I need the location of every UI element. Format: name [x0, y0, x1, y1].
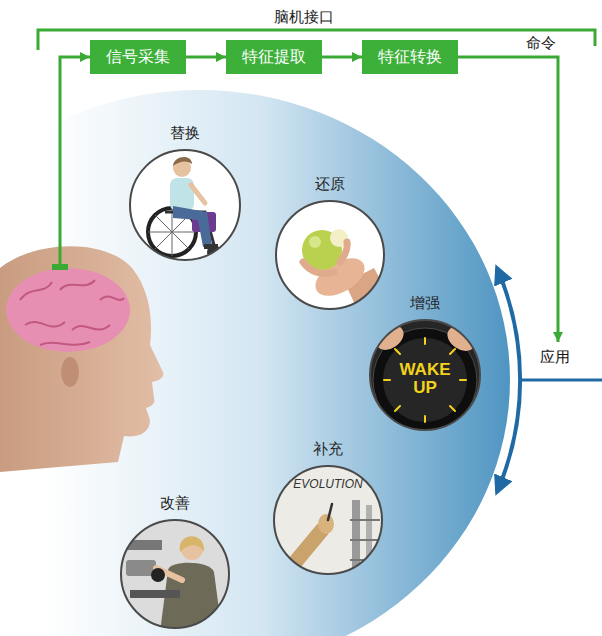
- process-box: 特征转换: [362, 40, 458, 74]
- writing-arm-picture: [274, 466, 382, 580]
- cycle-arrow: [497, 268, 520, 492]
- circle-heading: 增强: [410, 294, 440, 313]
- apple-hand-picture: [276, 201, 398, 324]
- board-writing: EVOLUTION: [288, 477, 368, 491]
- circle-border: [370, 320, 480, 430]
- application-circle: 还原: [275, 200, 385, 310]
- circle-border: [276, 201, 384, 309]
- circle-outline: [275, 200, 385, 310]
- process-box: 信号采集: [90, 40, 186, 74]
- circle-border: [121, 520, 229, 628]
- command-label: 命令: [526, 34, 556, 53]
- circle-outline: [120, 519, 230, 629]
- application-circle: 替换: [129, 149, 241, 261]
- process-box: 特征提取: [226, 40, 322, 74]
- flow-arrow: [186, 56, 226, 59]
- application-region: [0, 90, 510, 636]
- rehab-robot-picture: [120, 520, 229, 632]
- circle-heading: 替换: [170, 124, 200, 143]
- flow-arrow: [322, 56, 362, 59]
- application-circle: 改善: [120, 519, 230, 629]
- application-label: 应用: [540, 348, 570, 367]
- box-text: 特征提取: [242, 48, 306, 65]
- box-text: 特征转换: [378, 48, 442, 65]
- circle-heading: 补充: [313, 440, 343, 459]
- circle-border: [274, 466, 382, 574]
- signal-line: [60, 57, 90, 264]
- steering-wheel-picture: [370, 320, 480, 432]
- application-line: [520, 379, 602, 382]
- circle-heading: 还原: [315, 175, 345, 194]
- interface-title: 脑机接口: [270, 8, 338, 27]
- command-line: [458, 57, 558, 342]
- head-figure: [0, 246, 163, 472]
- circle-outline: [129, 149, 241, 261]
- wake-up-sign: WAKE UP: [397, 361, 453, 397]
- box-text: 信号采集: [106, 48, 170, 65]
- circle-heading: 改善: [160, 494, 190, 513]
- wheelchair-picture: [130, 150, 240, 260]
- circle-border: [130, 150, 240, 260]
